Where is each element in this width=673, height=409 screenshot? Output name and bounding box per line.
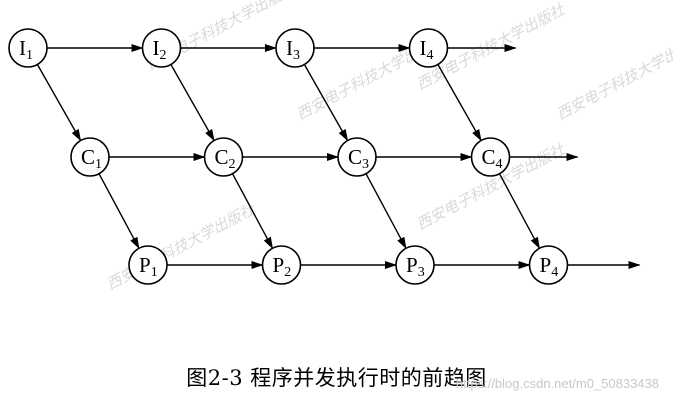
publisher-watermark: 西安电子科技大学出版社 [553,29,673,123]
node-subscript: 3 [362,157,369,172]
edge-c4-p4 [498,173,541,250]
edge-c1-p1 [98,173,140,250]
node-circle [141,28,182,68]
node-circle [8,28,48,68]
edge-i2-c2 [170,64,215,142]
source-credit: https://blog.csdn.net/m0_50833438 [455,376,659,391]
node-circle [470,137,511,177]
precedence-graph: 西安电子科技大学出版社西安电子科技大学出版社西安电子科技大学出版社西安电子科技大… [8,0,673,294]
node-p1: P1 [128,245,168,285]
node-subscript: 1 [95,157,102,172]
node-circle [203,137,244,177]
edge-i3-c3 [303,64,349,142]
edge-c2-p2 [231,173,274,250]
node-p2: P2 [261,245,302,285]
node-p3: P3 [395,245,435,285]
node-circle [395,245,435,285]
edge-layer [36,44,641,269]
node-subscript: 3 [418,265,425,280]
node-c3: C3 [337,137,377,177]
node-i2: I2 [141,28,182,68]
node-subscript: 2 [160,48,167,63]
node-circle [275,28,315,68]
node-circle [408,28,449,68]
node-i1: I1 [8,28,48,68]
node-circle [70,137,110,177]
node-c1: C1 [70,137,110,177]
node-circle [337,137,377,177]
node-c2: C2 [203,137,244,177]
node-subscript: 2 [284,265,291,280]
figure-caption: 图2-3 程序并发执行时的前趋图 [186,366,487,390]
publisher-watermark: 西安电子科技大学出版社 [103,199,259,293]
node-subscript: 4 [551,265,558,280]
watermark-layer: 西安电子科技大学出版社西安电子科技大学出版社西安电子科技大学出版社西安电子科技大… [103,0,673,294]
node-i3: I3 [275,28,315,68]
node-subscript: 4 [427,48,434,63]
edge-c3-p3 [365,173,407,250]
node-subscript: 3 [293,48,300,63]
node-subscript: 1 [26,48,33,63]
node-c4: C4 [470,137,511,177]
node-circle [261,245,302,285]
node-circle [528,245,569,285]
node-subscript: 1 [151,265,158,280]
node-subscript: 4 [496,157,503,172]
node-subscript: 2 [229,157,236,172]
edge-i1-c1 [36,64,82,142]
edge-i4-c4 [437,64,482,142]
node-p4: P4 [528,245,569,285]
node-circle [128,245,168,285]
node-i4: I4 [408,28,449,68]
